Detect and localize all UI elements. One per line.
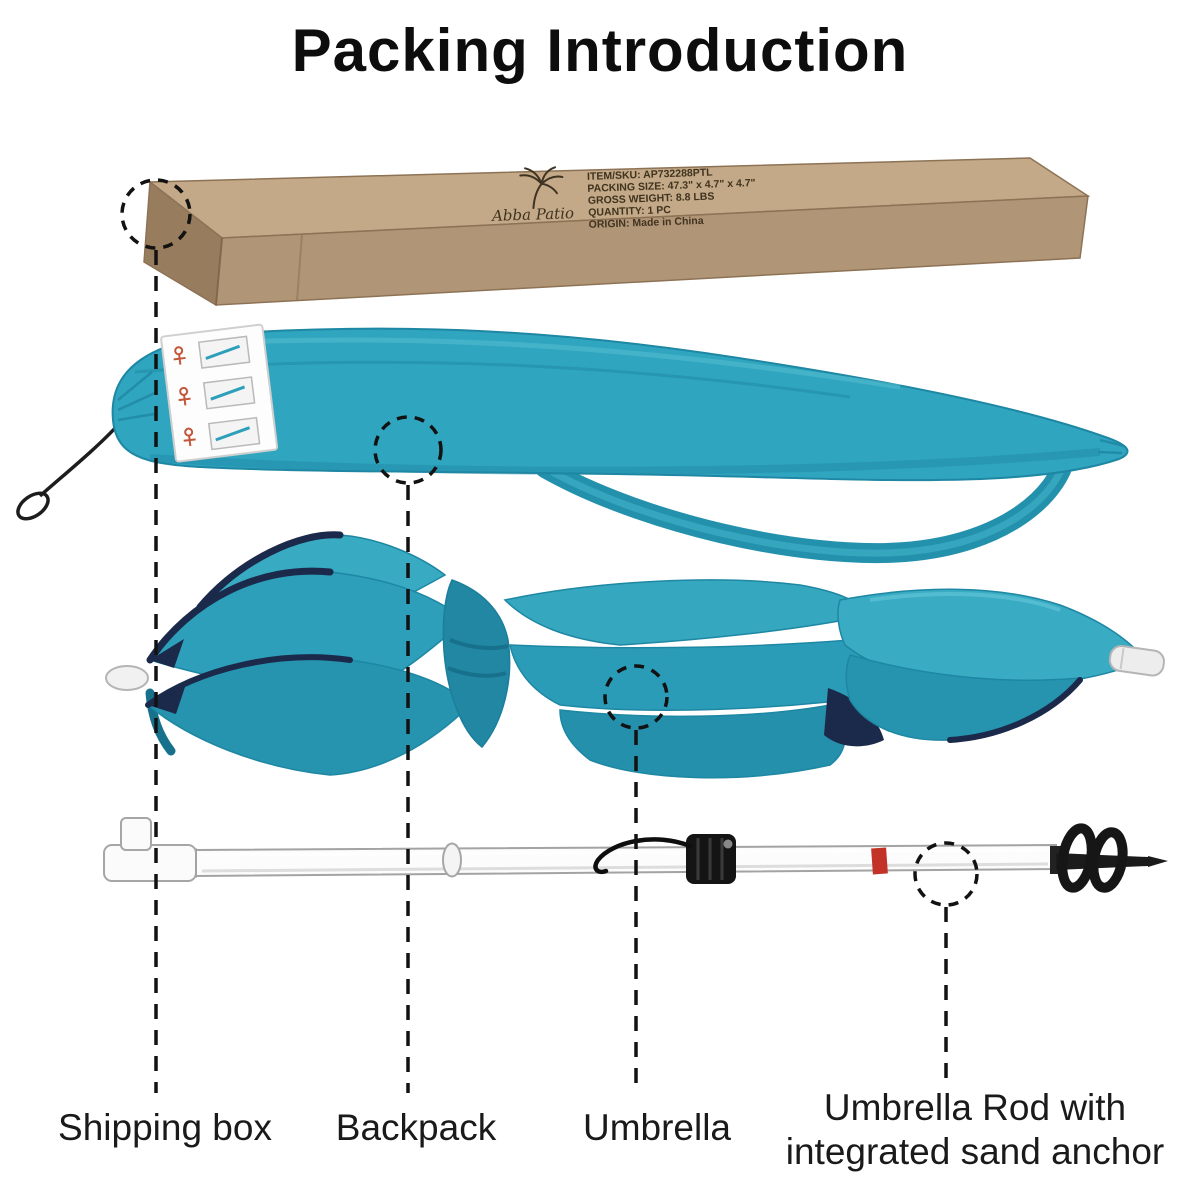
- callout-circle-shipping-box: [120, 178, 192, 250]
- page-title: Packing Introduction: [291, 17, 909, 84]
- callout-circle-umbrella: [603, 664, 669, 730]
- callout-label-umbrella: Umbrella: [582, 1107, 732, 1148]
- umbrella-photo: [105, 531, 1165, 779]
- umbrella-rod-photo: [103, 817, 1168, 893]
- box-label-text: ITEM/SKU: AP732288PTL PACKING SIZE: 47.3…: [587, 167, 756, 231]
- backpack-body: [111, 327, 1129, 482]
- box-label-line-4: QUANTITY: 1 PC: [588, 204, 671, 219]
- callout-circle-umbrella-rod: [913, 841, 979, 907]
- rod-clamp: [686, 834, 736, 884]
- umbrella-ferrule: [1108, 645, 1165, 677]
- sand-anchor: [1050, 823, 1168, 893]
- box-brand-text: Abba Patio: [490, 204, 575, 225]
- rod-red-sticker: [871, 847, 888, 875]
- backpack-photo: [16, 323, 1129, 564]
- box-label-line-3: GROSS WEIGHT: 8.8 LBS: [588, 190, 715, 206]
- palm-tree-icon: [519, 166, 564, 210]
- umbrella-pole-tip: [105, 665, 149, 691]
- callout-label-backpack: Backpack: [335, 1107, 497, 1148]
- box-label-line-5: ORIGIN: Made in China: [588, 215, 703, 231]
- box-brand: Abba Patio: [490, 204, 575, 225]
- rod-cord: [593, 837, 693, 875]
- box-label-line-1: ITEM/SKU: AP732288PTL: [587, 167, 714, 183]
- callout-circle-backpack: [373, 415, 443, 485]
- box-label-line-2: PACKING SIZE: 47.3" x 4.7" x 4.7": [587, 177, 756, 195]
- callout-label-umbrella-rod: Umbrella Rod with integrated sand anchor: [785, 1087, 1165, 1172]
- backpack-drawcord: [16, 423, 120, 521]
- shipping-box-photo: Abba Patio ITEM/SKU: AP732288PTL PACKING…: [143, 157, 1091, 307]
- bag-instruction-label: [160, 323, 279, 463]
- callout-label-shipping-box: Shipping box: [58, 1107, 272, 1148]
